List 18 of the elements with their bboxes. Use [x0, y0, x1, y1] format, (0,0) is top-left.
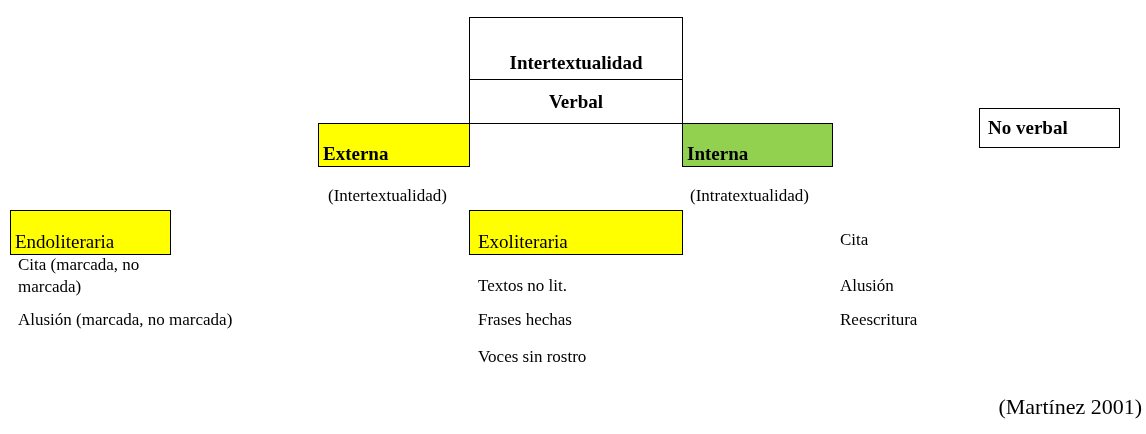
example-text: (Intertextualidad) — [328, 185, 447, 207]
example-text: Cita (marcada, no marcada) — [18, 254, 141, 298]
example-text: Alusión (marcada, no marcada) — [18, 309, 233, 331]
category-box: Interna — [682, 123, 833, 167]
example-text: Frases hechas — [478, 309, 572, 331]
category-box: No verbal — [979, 108, 1120, 148]
example-text: Cita — [840, 229, 869, 251]
category-box: Exoliteraria — [469, 210, 683, 255]
example-text: Voces sin rostro — [478, 346, 587, 368]
category-box: Verbal — [469, 79, 683, 124]
example-text: Textos no lit. — [478, 275, 567, 297]
example-text: Reescritura — [840, 309, 918, 331]
example-text: Alusión — [840, 275, 894, 297]
category-box: Intertextualidad — [469, 17, 683, 80]
example-text: (Intratextualidad) — [690, 185, 809, 207]
source-citation: (Martínez 2001) — [998, 393, 1142, 421]
category-box: Externa — [318, 123, 470, 167]
category-box: Endoliteraria — [10, 210, 171, 255]
